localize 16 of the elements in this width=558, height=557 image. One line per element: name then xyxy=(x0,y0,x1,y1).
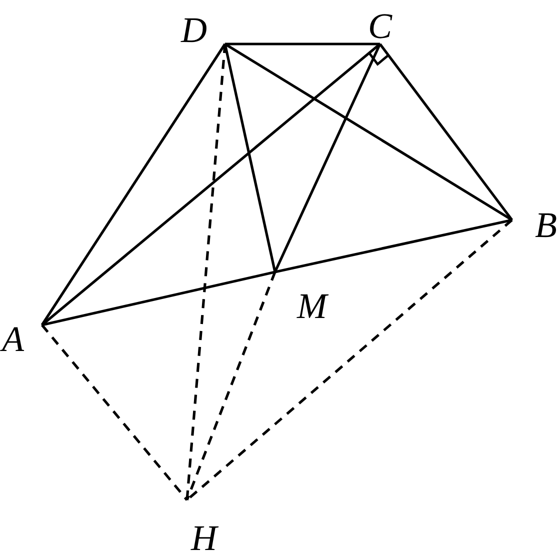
dashed-line xyxy=(186,272,276,500)
line-segment xyxy=(41,43,381,326)
point-label: B xyxy=(512,203,557,247)
point-label: C xyxy=(358,8,402,44)
point-label: D xyxy=(181,12,225,52)
dashed-line xyxy=(41,324,188,501)
line-segment xyxy=(274,218,512,274)
line-segment xyxy=(274,43,382,273)
line-segment xyxy=(42,270,276,326)
line-segment xyxy=(378,43,514,221)
line-segment xyxy=(40,43,226,326)
line-segment xyxy=(225,42,380,46)
point-label: M xyxy=(275,272,327,324)
point-label: A xyxy=(2,325,42,357)
point-label: H xyxy=(180,500,228,556)
line-segment xyxy=(224,44,276,272)
